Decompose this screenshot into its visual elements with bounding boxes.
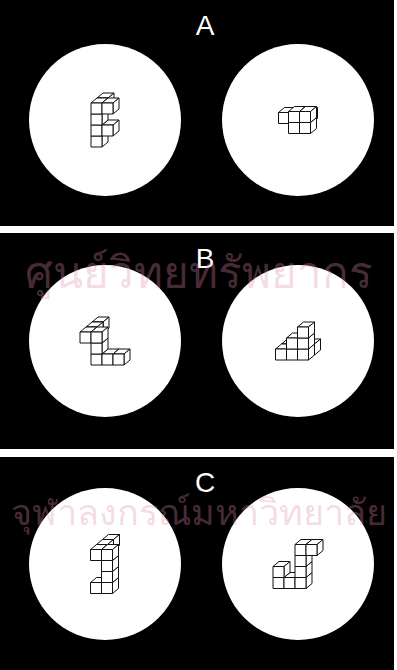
cube-face [276,349,287,360]
cube-face [273,578,284,589]
cube [273,562,290,578]
cube-face [287,349,298,360]
cube [102,98,119,114]
cube-face [295,545,306,556]
view-circle [29,44,181,196]
cube-face [91,354,102,365]
cube-face [315,339,321,355]
cube-face [284,578,295,589]
cube-face [290,113,301,124]
watermark-row: ศูนย์วิทยทรัพยากร [0,246,397,300]
cube-face [102,561,113,572]
cube-face [91,136,102,147]
cube-face [102,125,113,136]
cube-face [295,578,306,589]
watermark-text: จุฬาลงกรณ์มหาวิทยาลัย [11,486,387,540]
cube-face [298,327,309,338]
cube [102,545,119,561]
cube-face [113,98,119,114]
cube-face [91,125,102,136]
cube-face [287,338,298,349]
panel-box: A [0,0,394,226]
cube-face [91,114,102,125]
cube-face [317,540,323,556]
cube-face [289,123,300,134]
cube-face [113,120,119,136]
cube-face [301,113,312,124]
cube-face [80,332,91,343]
cube-face [102,354,113,365]
cube-face [289,112,300,123]
cube [113,349,130,365]
cube-face [300,112,311,123]
cube-face [102,572,113,583]
cube-face [295,556,306,567]
cube-face [102,327,108,343]
watermark-row: จุฬาลงกรณ์มหาวิทยาลัย [0,486,397,540]
cube [300,107,317,123]
polycube-figure [91,535,120,594]
cube-face [102,103,113,114]
cube-face [300,123,311,134]
cube-face [102,550,113,561]
polycube-figure [276,322,321,360]
cube-face [113,354,124,365]
cube-face [273,567,284,578]
cube-face [298,338,309,349]
panel-box: C [0,457,394,670]
cube [298,322,315,338]
cube-face [91,583,102,594]
watermark-text: ศูนย์วิทยทรัพยากร [25,246,373,300]
cube-face [298,349,309,360]
polycube-figure [273,540,323,589]
cube-face [91,343,102,354]
cube-face [124,349,130,365]
cube-face [91,332,102,343]
cube-face [295,567,306,578]
cube-face [311,107,317,123]
cube-face [113,545,119,561]
cube-face [284,562,290,578]
polycube-figure [80,317,130,365]
cube-face [91,550,102,561]
panel-ground [0,233,394,449]
cube-face [288,339,299,350]
cube-face [102,583,113,594]
cube-face [306,545,317,556]
cube [91,327,108,343]
view-circle [222,44,374,196]
polycube-figure [91,93,119,147]
cube-face [91,103,102,114]
panel-letter: A [8,10,397,42]
polycube-figure [279,107,318,134]
cube-face [279,113,290,124]
cube [306,540,323,556]
cube-face [309,322,315,338]
